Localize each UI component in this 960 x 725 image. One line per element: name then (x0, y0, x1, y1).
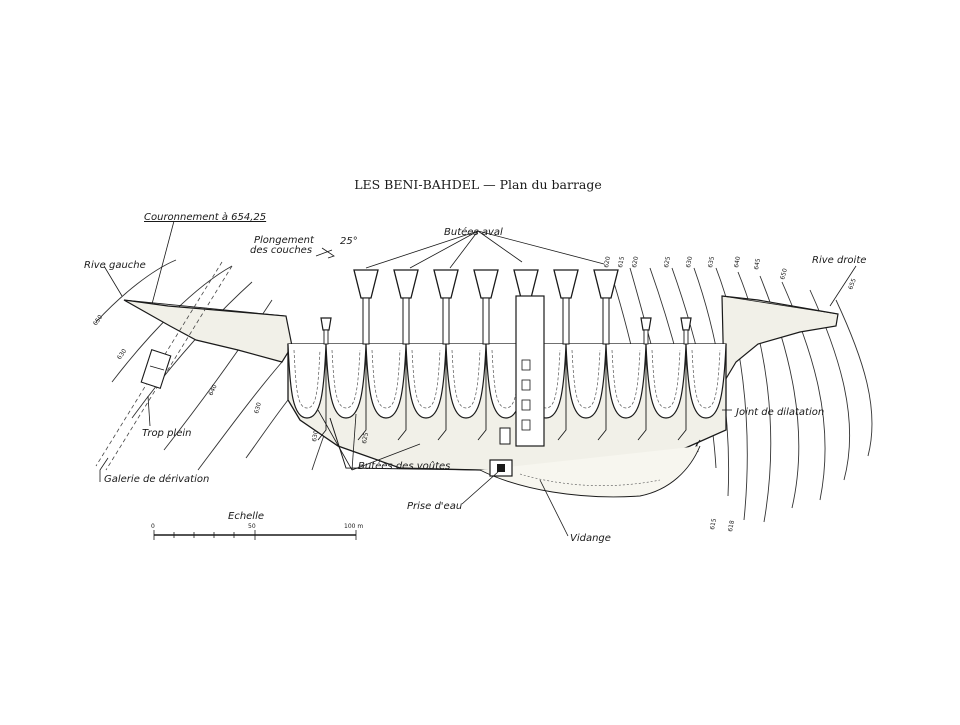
pier-foot-line (637, 344, 647, 441)
arch-inner-line (331, 349, 361, 409)
contour-number: 620 (603, 256, 612, 269)
arch (645, 343, 687, 419)
downstream-buttress (593, 269, 619, 345)
contour-number: 625 (663, 256, 672, 269)
contour-number: 620 (631, 256, 640, 269)
rive-droite-label: Rive droite (812, 255, 866, 266)
couches-label: des couches (250, 245, 312, 256)
arch-inner-line (293, 349, 321, 409)
arch (445, 343, 487, 419)
small-buttress (640, 317, 652, 345)
arches-group (287, 343, 727, 419)
galerie-label: Galerie de dérivation (104, 473, 209, 485)
arch-inner-line (611, 349, 641, 409)
contour-number: 630 (116, 348, 128, 362)
arch (405, 343, 447, 419)
arch (287, 343, 327, 419)
downstream-buttress (353, 269, 379, 345)
small-buttress (320, 317, 332, 345)
contour-number: 615 (617, 256, 626, 269)
contour-number: 625 (361, 432, 370, 445)
scale-tick-50: 50 (248, 523, 256, 530)
intake-tower (489, 295, 545, 477)
scale-tick-100: 100 m (344, 523, 363, 530)
couronnement-label: Couronnement à 654,25 (144, 211, 266, 223)
pier-foot-line (317, 344, 327, 441)
arch-inner-line (691, 349, 721, 409)
arch-inner-line (371, 349, 401, 409)
scale-bar: Echelle 0 50 100 m (151, 511, 363, 540)
contour-number: 645 (753, 258, 762, 271)
arch-inner-line (571, 349, 601, 409)
scale-title: Echelle (228, 511, 264, 522)
arch (605, 343, 647, 419)
buttresses-group (317, 269, 692, 441)
downstream-buttress (433, 269, 459, 345)
butees-aval-label: Butées aval (444, 226, 503, 238)
contour-number: 615 (709, 518, 718, 531)
downstream-buttress (473, 269, 499, 345)
contour-number: 630 (253, 401, 263, 414)
plongement-label: Plongement (254, 235, 315, 246)
angle-label: 25° (340, 236, 358, 247)
arch-inner-line (651, 349, 681, 409)
arch (365, 343, 407, 419)
butees-voutes-label: Butées des voûtes (358, 460, 450, 472)
arch (565, 343, 607, 419)
left-abutment (123, 299, 293, 363)
contour-number: 635 (707, 256, 716, 269)
leader-lines (99, 220, 857, 537)
arch-inner-line (531, 349, 561, 409)
pier-foot-line (357, 344, 367, 441)
contour-number: 630 (311, 430, 320, 443)
contour-number: 640 (207, 383, 218, 397)
scale-tick-0: 0 (151, 523, 155, 530)
drawing-title: LES BENI-BAHDEL — Plan du barrage (354, 177, 602, 192)
pier-foot-line (677, 344, 687, 441)
pier-foot-line (397, 344, 407, 441)
arch (685, 343, 727, 419)
contour-number: 655 (847, 277, 858, 290)
pier-foot-line (597, 344, 607, 441)
rive-gauche-label: Rive gauche (84, 260, 146, 271)
arch-inner-line (411, 349, 441, 409)
contour-numbers: 650 630 640 630 630 625 620 615 620 625 … (92, 256, 858, 533)
contour-number: 640 (733, 256, 742, 269)
pier-foot-line (477, 344, 487, 441)
diversion-gallery (95, 261, 233, 471)
downstream-buttress (553, 269, 579, 345)
contour-number: 618 (727, 520, 736, 533)
arch-inner-line (451, 349, 481, 409)
arch (325, 343, 367, 419)
prise-eau-label: Prise d'eau (407, 501, 462, 512)
vidange-label: Vidange (570, 533, 611, 544)
contour-number: 650 (779, 267, 789, 280)
contour-number: 630 (685, 256, 694, 269)
small-buttress (680, 317, 692, 345)
pier-foot-line (437, 344, 447, 441)
right-abutment (721, 295, 839, 385)
pier-foot-line (557, 344, 567, 441)
downstream-buttress (393, 269, 419, 345)
joint-label: Joint de dilatation (734, 407, 824, 418)
trop-plein-label: Trop plein (142, 428, 191, 439)
